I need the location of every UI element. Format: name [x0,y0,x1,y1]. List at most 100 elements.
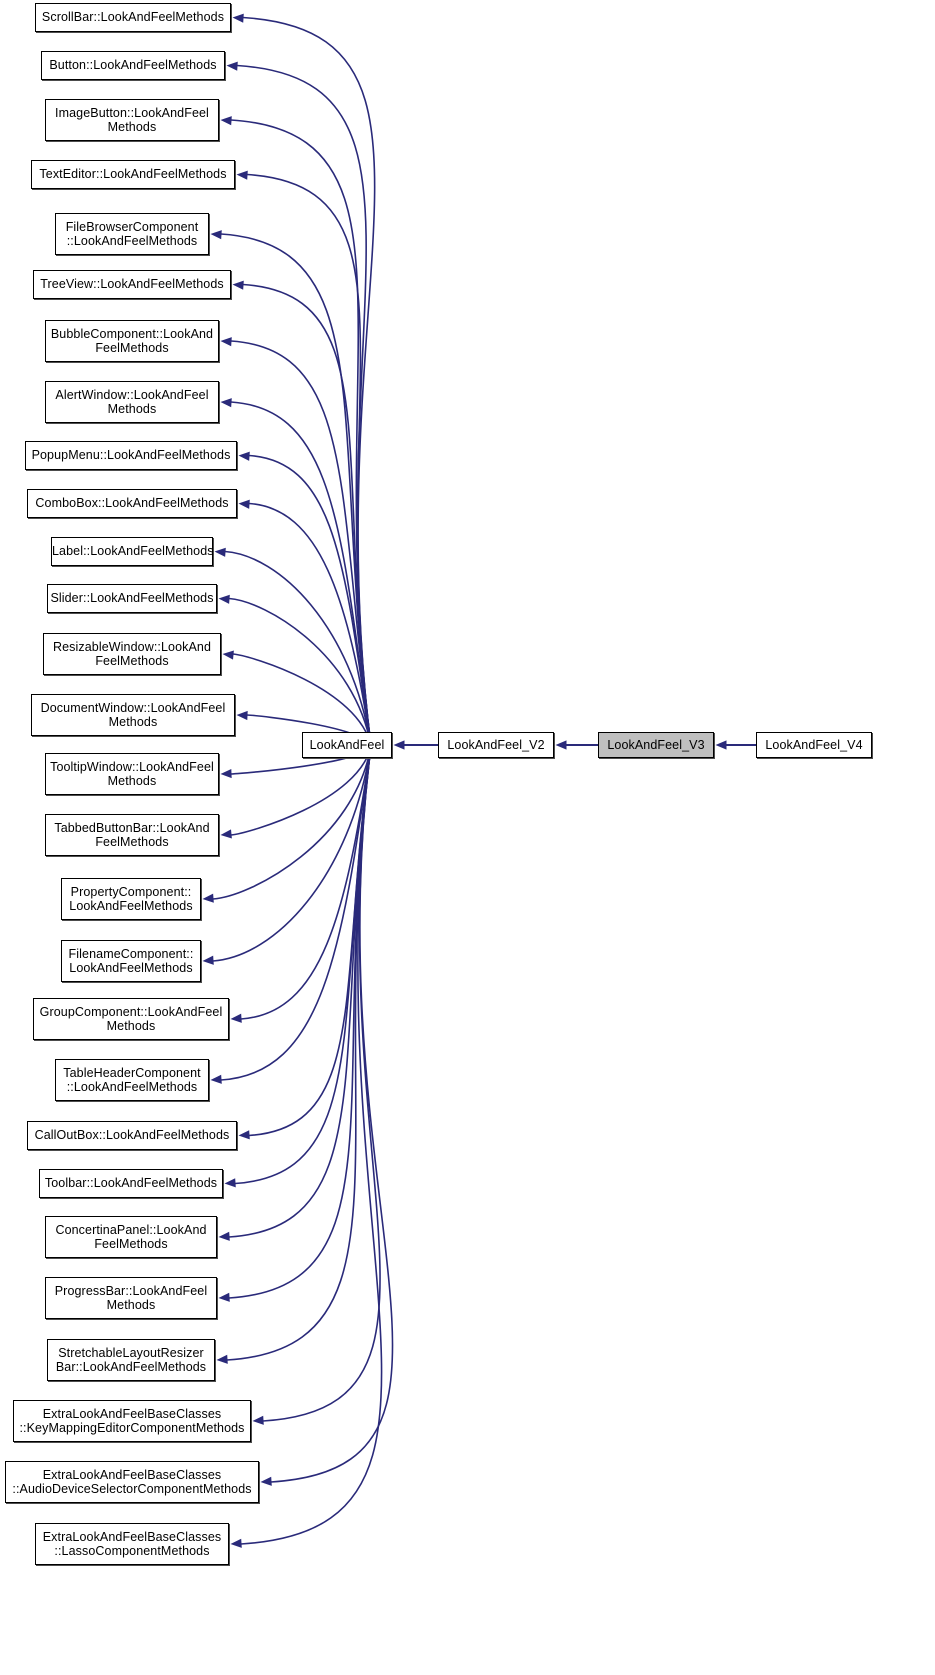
inheritance-edge-filename-component [212,745,372,962]
class-node-look-and-feel-v2[interactable]: LookAndFeel_V2 [438,732,554,758]
class-node-label: Button::LookAndFeelMethods [49,58,217,73]
class-node-file-browser-component[interactable]: FileBrowserComponent ::LookAndFeelMethod… [55,213,209,255]
arrowhead-button [226,61,238,71]
class-node-scrollbar[interactable]: ScrollBar::LookAndFeelMethods [35,3,231,32]
class-node-label: ScrollBar::LookAndFeelMethods [41,10,225,25]
class-node-bubble-component[interactable]: BubbleComponent::LookAnd FeelMethods [45,320,219,362]
class-node-label: PopupMenu::LookAndFeelMethods [31,448,231,463]
class-node-label: FileBrowserComponent ::LookAndFeelMethod… [65,219,199,249]
class-node-concertina-panel[interactable]: ConcertinaPanel::LookAnd FeelMethods [45,1216,217,1258]
class-node-combo-box[interactable]: ComboBox::LookAndFeelMethods [27,489,237,518]
class-node-group-component[interactable]: GroupComponent::LookAndFeel Methods [33,998,229,1040]
arrowhead-resizable-window [222,650,234,660]
class-node-label: ConcertinaPanel::LookAnd FeelMethods [55,1222,207,1252]
class-node-label: TreeView::LookAndFeelMethods [40,277,224,292]
inheritance-edge-audio-device-selector [270,745,394,1483]
inheritance-edge-property-component [212,745,372,900]
inheritance-edge-progress-bar [228,745,372,1299]
inheritance-edge-slider [228,597,372,747]
arrowhead-filename-component [202,955,214,965]
class-node-call-out-box[interactable]: CallOutBox::LookAndFeelMethods [27,1121,237,1150]
class-node-filename-component[interactable]: FilenameComponent:: LookAndFeelMethods [61,940,201,982]
class-node-label: ExtraLookAndFeelBaseClasses ::LassoCompo… [42,1529,222,1559]
class-node-look-and-feel-v3[interactable]: LookAndFeel_V3 [598,732,714,758]
class-node-alert-window[interactable]: AlertWindow::LookAndFeel Methods [45,381,219,423]
inheritance-edge-scrollbar [242,16,376,747]
class-node-label: LookAndFeel_V3 [607,737,705,752]
inheritance-edge-combo-box [248,502,372,747]
class-node-label: GroupComponent::LookAndFeel Methods [39,1004,223,1034]
class-node-toolbar[interactable]: Toolbar::LookAndFeelMethods [39,1169,223,1198]
inheritance-edge-concertina-panel [228,745,372,1238]
arrowhead-concertina-panel [218,1231,230,1241]
class-node-stretchable-layout-resizer-bar[interactable]: StretchableLayoutResizer Bar::LookAndFee… [47,1339,215,1381]
arrowhead-file-browser-component [210,230,222,240]
inheritance-edge-image-button [230,119,372,747]
arrowhead-chain-1 [393,740,405,750]
class-node-label: ProgressBar::LookAndFeel Methods [54,1283,208,1313]
class-node-label: ExtraLookAndFeelBaseClasses ::KeyMapping… [19,1406,245,1436]
inheritance-edge-tree-view [242,283,372,747]
arrowhead-tooltip-window [220,768,232,779]
class-node-resizable-window[interactable]: ResizableWindow::LookAnd FeelMethods [43,633,221,675]
class-node-tree-view[interactable]: TreeView::LookAndFeelMethods [33,270,231,299]
arrowhead-chain-2 [555,740,567,750]
class-node-text-editor[interactable]: TextEditor::LookAndFeelMethods [31,160,235,189]
class-node-label: ResizableWindow::LookAnd FeelMethods [52,639,212,669]
class-node-key-mapping-editor[interactable]: ExtraLookAndFeelBaseClasses ::KeyMapping… [13,1400,251,1442]
class-node-label: ImageButton::LookAndFeel Methods [55,105,209,135]
arrowhead-slider [218,594,230,604]
class-node-table-header-component[interactable]: TableHeaderComponent ::LookAndFeelMethod… [55,1059,209,1101]
class-node-label: Slider::LookAndFeelMethods [50,591,214,606]
inheritance-edge-bubble-component [230,340,372,747]
arrowhead-property-component [202,893,214,903]
inheritance-edge-text-editor [246,173,372,747]
class-node-label[interactable]: Label::LookAndFeelMethods [51,537,214,566]
class-node-label: BubbleComponent::LookAnd FeelMethods [50,326,214,356]
inheritance-edge-label [224,550,372,747]
arrowhead-tree-view [232,280,244,290]
class-node-button[interactable]: Button::LookAndFeelMethods [41,51,225,80]
arrowhead-chain-3 [715,740,727,750]
class-node-document-window[interactable]: DocumentWindow::LookAndFeel Methods [31,694,235,736]
arrowhead-bubble-component [220,337,232,347]
arrowhead-text-editor [236,170,248,180]
inheritance-edge-button [236,64,372,747]
inheritance-edge-toolbar [234,745,372,1185]
class-node-progress-bar[interactable]: ProgressBar::LookAndFeel Methods [45,1277,217,1319]
inheritance-edge-tabbed-button-bar [230,745,372,836]
class-node-label: TableHeaderComponent ::LookAndFeelMethod… [63,1065,201,1095]
class-node-popup-menu[interactable]: PopupMenu::LookAndFeelMethods [25,441,237,470]
arrowhead-key-mapping-editor [252,1415,264,1425]
class-node-label: DocumentWindow::LookAndFeel Methods [40,700,226,730]
arrowhead-scrollbar [232,13,244,23]
class-node-image-button[interactable]: ImageButton::LookAndFeel Methods [45,99,219,141]
class-node-look-and-feel[interactable]: LookAndFeel [302,732,392,758]
class-node-tabbed-button-bar[interactable]: TabbedButtonBar::LookAnd FeelMethods [45,814,219,856]
class-node-label: Toolbar::LookAndFeelMethods [44,1176,218,1191]
class-node-property-component[interactable]: PropertyComponent:: LookAndFeelMethods [61,878,201,920]
class-node-label: Label::LookAndFeelMethods [52,544,214,559]
class-node-label: LookAndFeel_V4 [765,737,863,752]
inheritance-edge-alert-window [230,401,372,747]
class-node-label: StretchableLayoutResizer Bar::LookAndFee… [55,1345,207,1375]
arrowhead-combo-box [238,499,250,509]
class-node-look-and-feel-v4[interactable]: LookAndFeel_V4 [756,732,872,758]
inheritance-edge-lasso-component [240,745,383,1545]
class-node-label: LookAndFeel_V2 [447,737,545,752]
class-node-lasso-component[interactable]: ExtraLookAndFeelBaseClasses ::LassoCompo… [35,1523,229,1565]
arrowhead-popup-menu [238,451,250,461]
class-node-tooltip-window[interactable]: TooltipWindow::LookAndFeel Methods [45,753,219,795]
class-node-label: TooltipWindow::LookAndFeel Methods [50,759,214,789]
arrowhead-stretchable-layout-resizer-bar [216,1354,228,1364]
class-node-audio-device-selector[interactable]: ExtraLookAndFeelBaseClasses ::AudioDevic… [5,1461,259,1503]
class-node-label: TextEditor::LookAndFeelMethods [39,167,227,182]
inheritance-edge-popup-menu [248,454,372,747]
inheritance-edge-file-browser-component [220,233,372,747]
class-node-label: LookAndFeel [309,737,385,752]
class-node-label: ComboBox::LookAndFeelMethods [35,496,229,511]
arrowhead-group-component [230,1013,242,1023]
arrowhead-label [214,547,226,557]
class-node-slider[interactable]: Slider::LookAndFeelMethods [47,584,217,613]
